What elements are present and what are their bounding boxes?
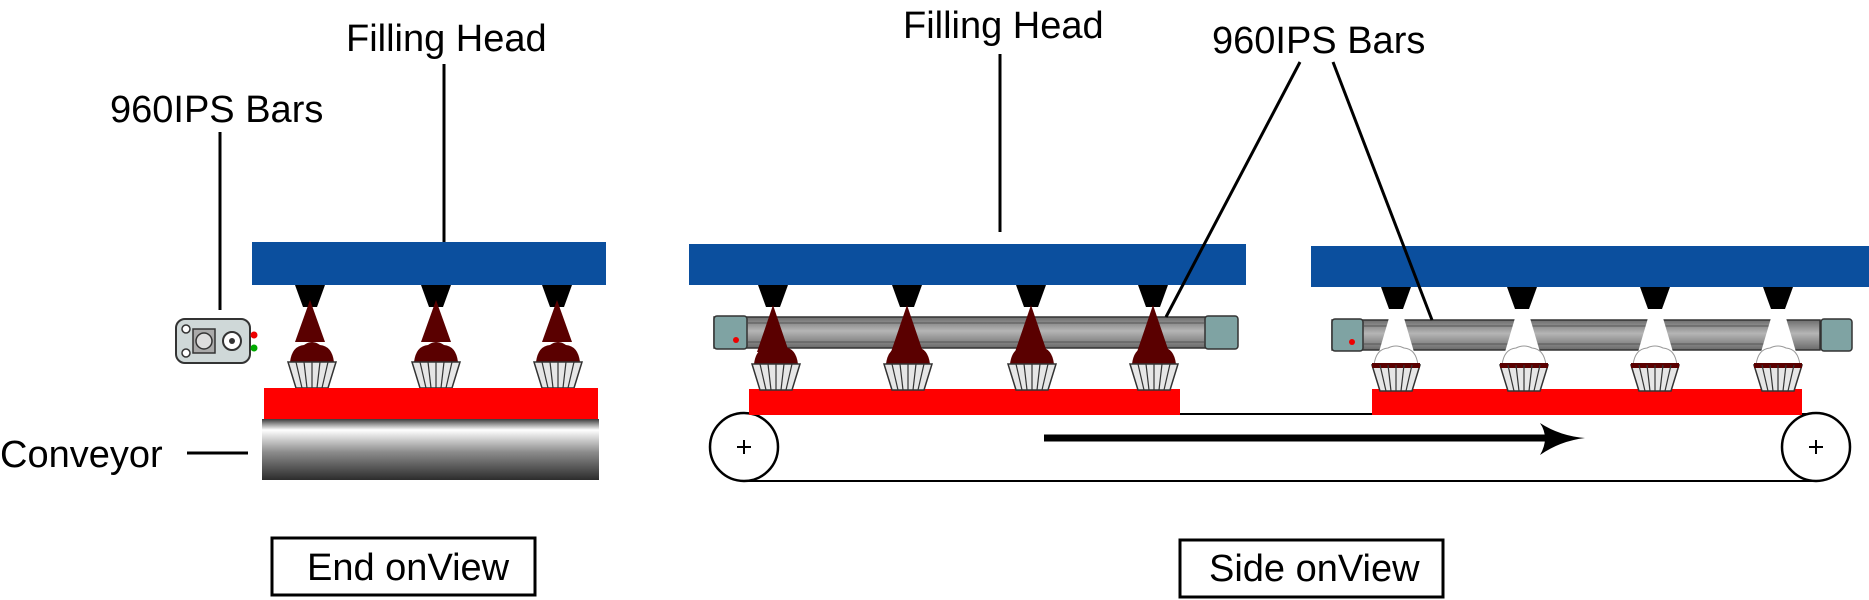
pulley-icon	[708, 411, 780, 483]
filling-head-side-left	[689, 244, 1246, 285]
tray-end	[264, 388, 598, 419]
label-conveyor: Conveyor	[0, 434, 163, 476]
pulley-icon-right	[1780, 411, 1852, 483]
label-filling-head-right: Filling Head	[903, 5, 1104, 47]
leader-bars-right-b	[1331, 61, 1434, 321]
label-bars-right: 960IPS Bars	[1212, 20, 1425, 62]
tray-side-right	[1372, 389, 1802, 415]
end-view: Filling Head 960IPS Bars	[0, 18, 606, 597]
sensor-head-icon	[175, 318, 258, 364]
side-view: Filling Head 960IPS Bars Side onView	[689, 5, 1869, 599]
leader-bars-right-a	[1164, 61, 1302, 318]
label-filling-head-left: Filling Head	[346, 18, 547, 60]
direction-arrow-icon	[1044, 423, 1585, 455]
caption-box-end	[270, 536, 537, 597]
ips-bar-right	[1331, 318, 1853, 352]
cupcake-icon	[287, 341, 337, 389]
label-bars-left: 960IPS Bars	[110, 89, 323, 131]
conveyor-end	[262, 419, 599, 480]
tray-side-left	[749, 389, 1180, 415]
caption-box-side	[1178, 538, 1445, 599]
filling-head-end	[252, 242, 606, 285]
caption-side-view: Side onView	[1209, 548, 1420, 590]
caption-end-view: End onView	[307, 547, 510, 589]
filling-head-side-right	[1311, 246, 1869, 287]
